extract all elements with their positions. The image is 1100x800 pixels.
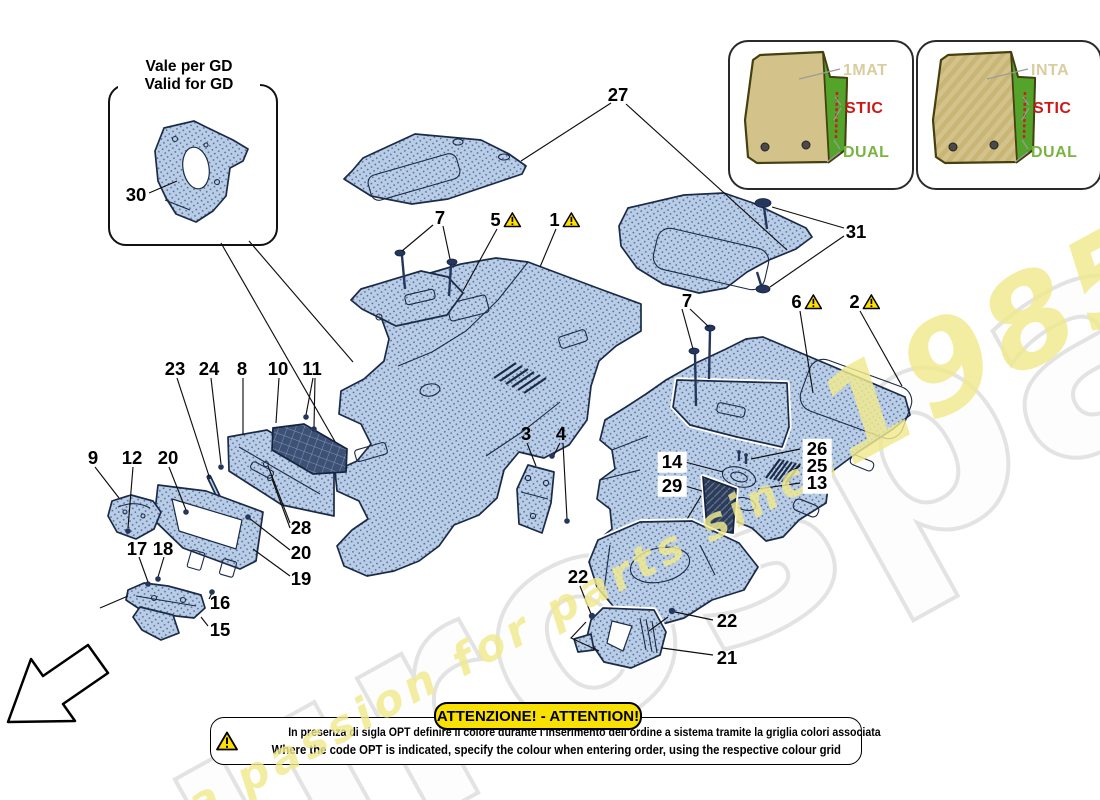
- part-8-footrest-plate: [227, 429, 335, 517]
- part-6-sub-mat: [670, 377, 792, 450]
- part-31-mat-pins: [754, 198, 772, 294]
- part-29-footrest-pad: [700, 474, 739, 536]
- mat-code-inta: INTA: [1031, 62, 1070, 79]
- key-mat-inta: [931, 50, 1037, 165]
- part-21-bracket: [573, 605, 669, 671]
- mat-code-1mat: 1MAT: [843, 62, 888, 79]
- warning-triangle-icon: [216, 731, 238, 751]
- mat-code-stic-1: STIC: [845, 100, 884, 117]
- part-26-fasteners: [737, 450, 748, 464]
- part-3-bracket: [514, 462, 557, 536]
- gd-title-italian: Vale per GD: [145, 58, 233, 75]
- part-27-front-mat: [343, 133, 527, 205]
- part-7-pad-pins-left: [394, 249, 458, 297]
- warning-note-text: In presenza di sigla OPT definire il col…: [240, 723, 881, 759]
- warning-line-italian: In presenza di sigla OPT definire il col…: [288, 725, 881, 739]
- part-1-tunnel-carpet: [334, 257, 642, 577]
- small-fasteners: [125, 414, 676, 620]
- gd-box-title: Vale per GD Valid for GD: [118, 58, 260, 93]
- part-7-pad-pins-right: [688, 324, 716, 407]
- part-27-rear-mat: [618, 192, 813, 294]
- mat-code-dual-2: DUAL: [1031, 144, 1078, 161]
- part-tunnel-hump: [586, 518, 761, 630]
- part-15-pedal-bracket: [99, 582, 206, 641]
- part-19-support-frame: [153, 484, 264, 578]
- part-5-insulation-pad: [350, 270, 464, 327]
- direction-arrow: [6, 643, 110, 724]
- callout-leader-lines: [94, 102, 903, 656]
- part-9-clip: [107, 494, 162, 540]
- mat-code-dual-1: DUAL: [843, 144, 890, 161]
- part-30-bracket: [154, 120, 249, 223]
- gd-title-english: Valid for GD: [144, 75, 234, 93]
- part-10-rubber-pad: [271, 423, 348, 475]
- key-mat-1mat: [743, 50, 849, 165]
- warning-line-english: Where the code OPT is indicated, specify…: [271, 743, 841, 757]
- attention-badge: ATTENZIONE! - ATTENTION!: [434, 702, 642, 730]
- mat-code-stic-2: STIC: [1033, 100, 1072, 117]
